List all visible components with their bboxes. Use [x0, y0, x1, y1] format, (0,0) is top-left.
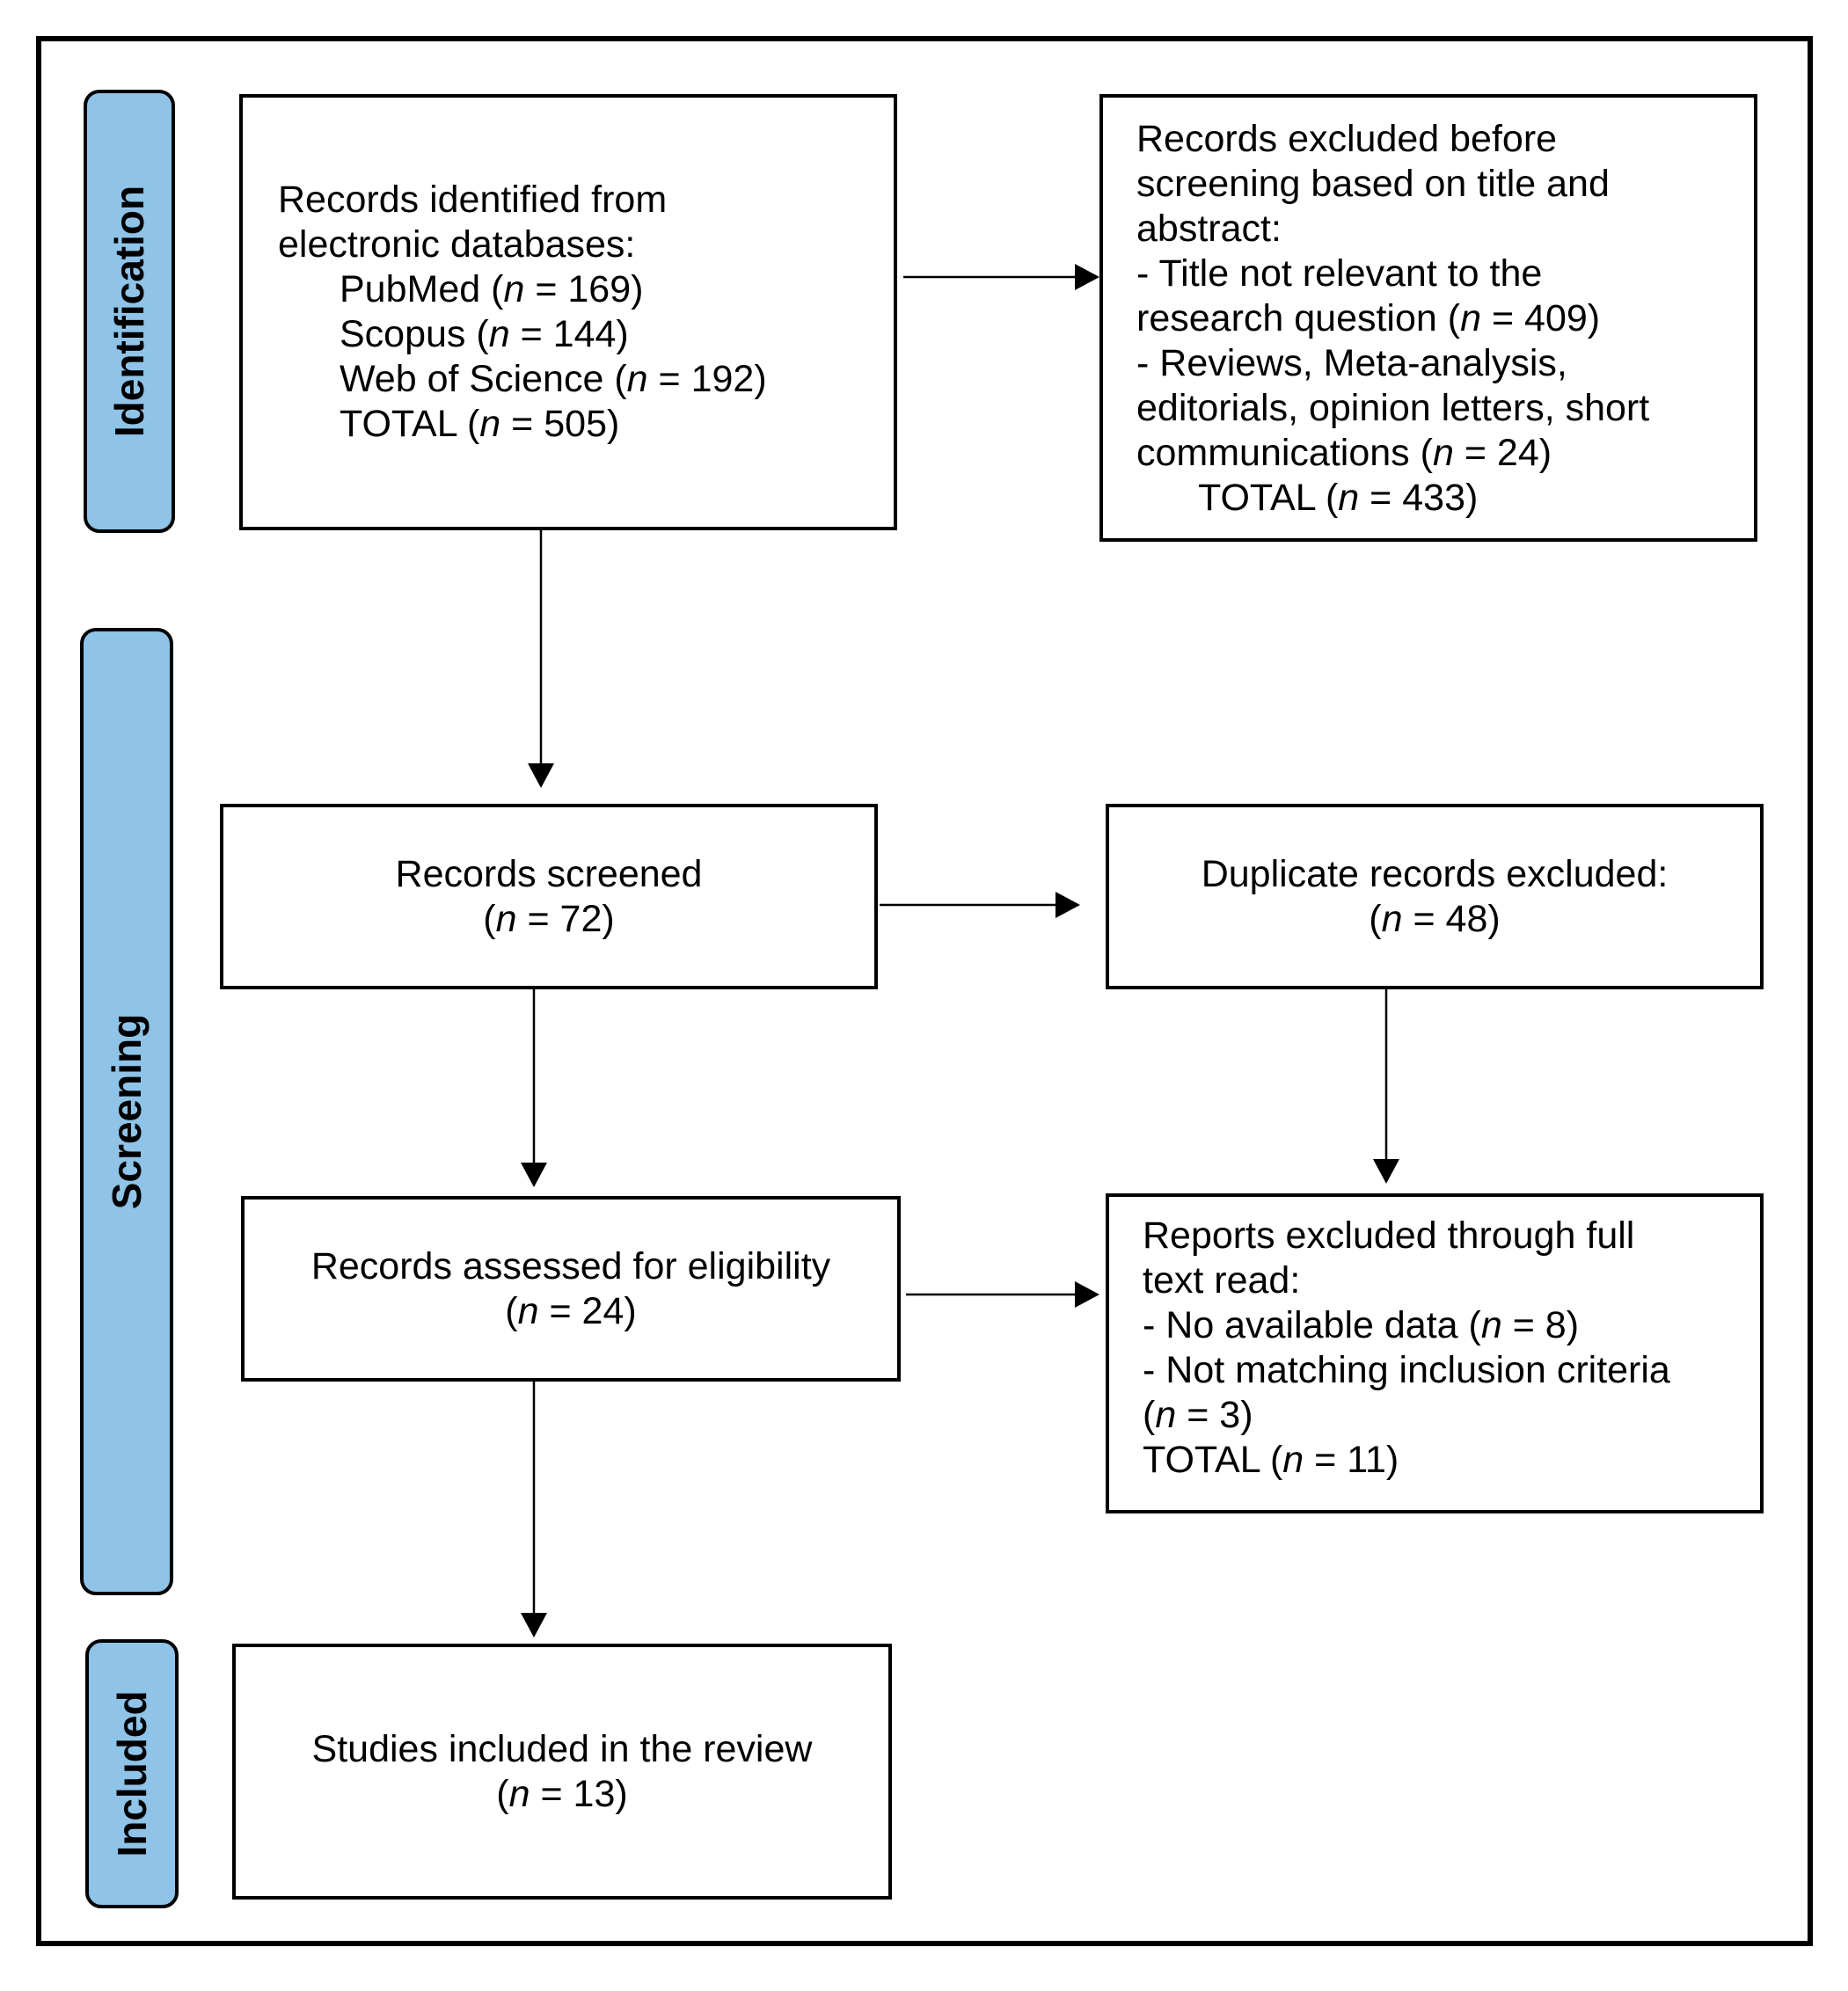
excluded-before-line-2: screening based on title and: [1136, 163, 1610, 205]
excluded-before-line-5: research question (n = 409): [1136, 297, 1601, 339]
reports-excluded-not-matching-count: (n = 3): [1143, 1394, 1253, 1436]
duplicates-count: (n = 48): [1369, 897, 1501, 940]
arrowhead-3: [1055, 892, 1080, 918]
reports-excluded-line-1: Reports excluded through full: [1143, 1214, 1635, 1257]
records-excluded-before-box: Records excluded before screening based …: [1099, 94, 1757, 542]
excluded-before-line-1: Records excluded before: [1136, 118, 1558, 160]
duplicates-excluded-box: Duplicate records excluded: (n = 48): [1106, 804, 1764, 989]
stage-screening: Screening: [80, 628, 173, 1595]
eligibility-label: Records assessed for eligibility: [310, 1244, 831, 1287]
included-box: Studies included in the review (n = 13): [232, 1644, 892, 1900]
included-label: Studies included in the review: [311, 1727, 813, 1770]
excluded-before-line-3: abstract:: [1136, 208, 1282, 250]
identified-heading-2: electronic databases:: [278, 223, 636, 266]
identified-heading-1: Records identified from: [278, 179, 668, 221]
diagram-frame: [36, 36, 1813, 1946]
reports-excluded-total: TOTAL (n = 11): [1143, 1439, 1399, 1481]
reports-excluded-box: Reports excluded through full text read:…: [1106, 1193, 1764, 1513]
source-pubmed: PubMed (n = 169): [340, 268, 644, 310]
included-count: (n = 13): [496, 1772, 628, 1815]
arrowhead-2: [528, 763, 554, 788]
arrowhead-5: [1373, 1159, 1399, 1184]
reports-excluded-line-4: - Not matching inclusion criteria: [1143, 1349, 1670, 1391]
excluded-before-line-7: editorials, opinion letters, short: [1136, 387, 1650, 429]
arrowhead-7: [521, 1613, 547, 1637]
eligibility-box: Records assessed for eligibility (n = 24…: [241, 1196, 901, 1382]
arrowhead-4: [521, 1163, 547, 1187]
excluded-before-line-6: - Reviews, Meta-analysis,: [1136, 342, 1567, 384]
screened-count: (n = 72): [483, 897, 615, 940]
reports-excluded-line-2: text read:: [1143, 1259, 1301, 1302]
records-screened-box: Records screened (n = 72): [220, 804, 878, 989]
excluded-before-total: TOTAL (n = 433): [1198, 477, 1479, 519]
arrowhead-6: [1075, 1281, 1099, 1308]
duplicates-label: Duplicate records excluded:: [1201, 852, 1669, 895]
stage-included: Included: [85, 1639, 179, 1908]
source-scopus: Scopus (n = 144): [340, 313, 629, 355]
stage-identification: Identification: [84, 90, 175, 533]
excluded-before-line-4: - Title not relevant to the: [1136, 252, 1543, 295]
eligibility-count: (n = 24): [505, 1289, 637, 1332]
source-total: TOTAL (n = 505): [340, 403, 620, 445]
records-identified-box: Records identified from electronic datab…: [239, 94, 897, 530]
source-web-of-science: Web of Science (n = 192): [340, 358, 767, 400]
excluded-before-line-8: communications (n = 24): [1136, 432, 1552, 474]
arrowhead-1: [1075, 264, 1099, 290]
screened-label: Records screened: [395, 852, 703, 895]
reports-excluded-no-data: - No available data (n = 8): [1143, 1304, 1580, 1346]
